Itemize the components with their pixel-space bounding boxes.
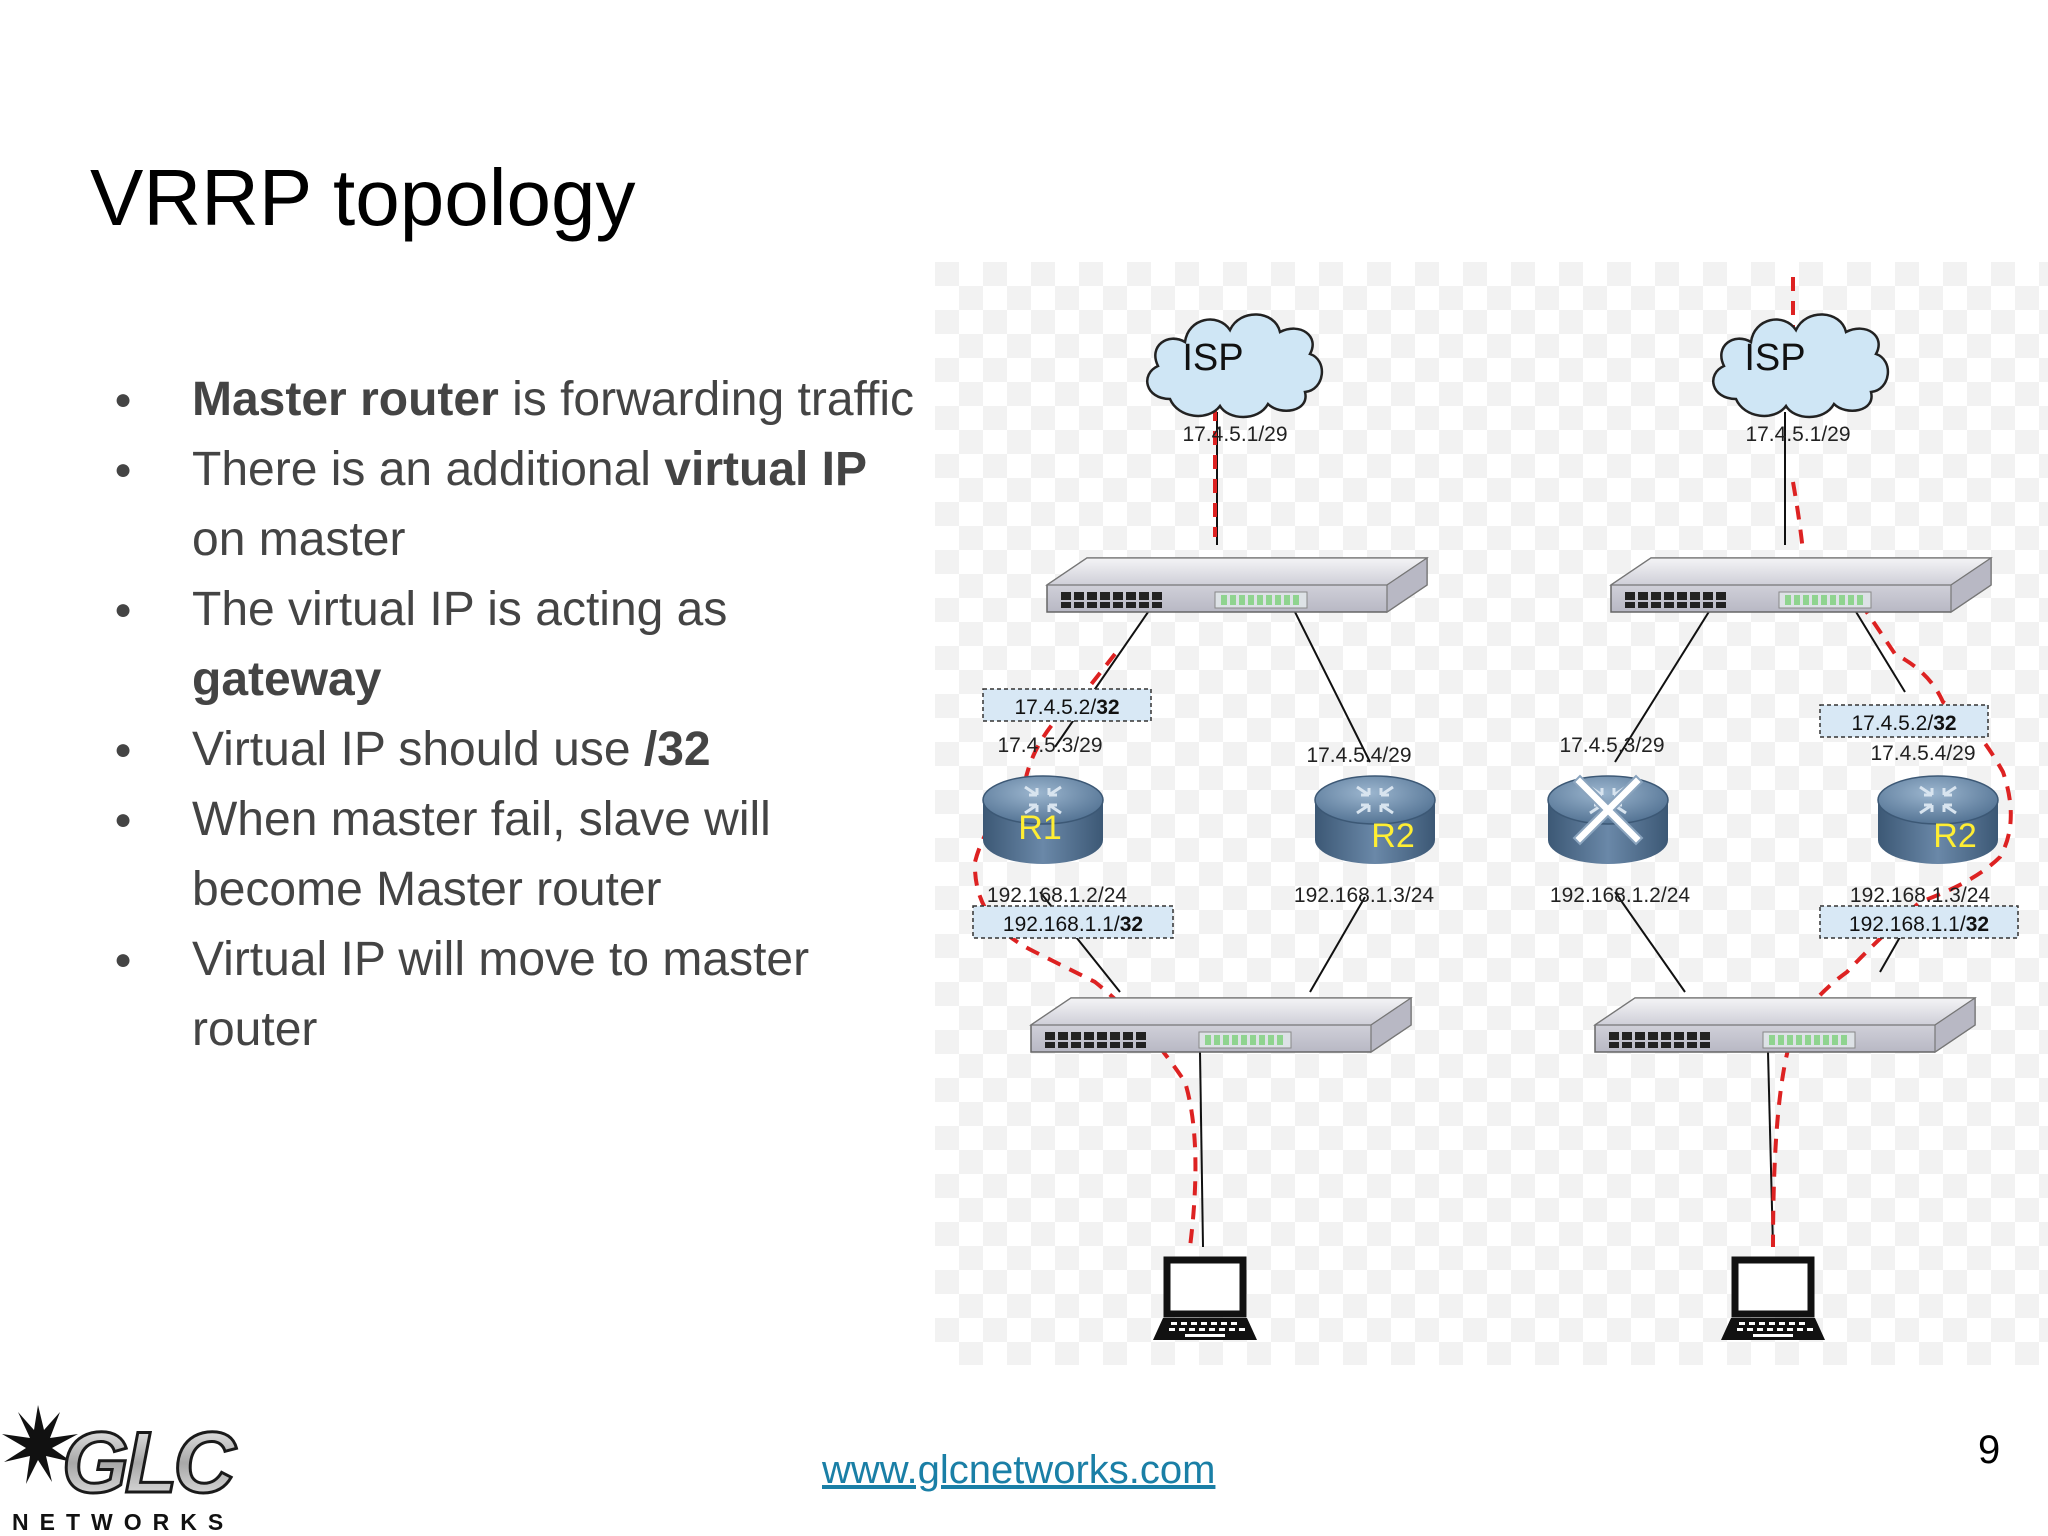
virtual-ip-lan-label: 192.168.1.1/32 — [1003, 913, 1143, 936]
right-topology: ISP 17.4.5.1/29 17.4.5.3/29 17.4.5.2/32 … — [1546, 277, 2019, 1340]
r2-lan-ip-label: 192.168.1.3/24 — [1850, 884, 1990, 907]
virtual-ip-lan-box — [1819, 905, 2019, 939]
laptop-icon — [1153, 1260, 1257, 1340]
r1-lan-ip-label: 192.168.1.2/24 — [1550, 884, 1690, 907]
r2-wan-ip-label: 17.4.5.4/29 — [1306, 744, 1411, 767]
left-topology: ISP 17.4.5.1/29 17.4.5.2/32 17.4.5.3/29 … — [972, 313, 1437, 1340]
website-link[interactable]: www.glcnetworks.com — [822, 1448, 1216, 1492]
isp-ip-label: 17.4.5.1/29 — [1182, 423, 1287, 446]
router-r2-label: R2 — [1371, 817, 1414, 855]
bullet-dot-icon: ● — [114, 453, 133, 486]
bullet-item: ●Virtual IP will move to master router — [110, 925, 930, 1065]
virtual-ip-lan-box — [972, 905, 1174, 939]
bullet-item: ●Virtual IP should use /32 — [110, 715, 930, 785]
failed-cross-icon — [1572, 774, 1644, 846]
r1-wan-ip-label: 17.4.5.3/29 — [997, 734, 1102, 757]
router-r2-label: R2 — [1933, 817, 1976, 855]
bullet-dot-icon: ● — [114, 383, 133, 416]
diagram-background — [935, 262, 2048, 1365]
glc-networks-logo: GLC NETWORKS — [2, 1405, 243, 1535]
virtual-ip-wan-box — [982, 688, 1152, 722]
bullet-dot-icon: ● — [114, 733, 133, 766]
bullet-item: ●Master router is forwarding traffic — [110, 365, 930, 435]
slide-title: VRRP topology — [90, 153, 636, 242]
failed-router-icon — [1546, 774, 1670, 866]
page-number: 9 — [1978, 1428, 2001, 1472]
r2-wan-ip-label: 17.4.5.4/29 — [1870, 742, 1975, 765]
virtual-ip-wan-label: 17.4.5.2/32 — [1851, 712, 1956, 735]
r1-wan-ip-label: 17.4.5.3/29 — [1559, 734, 1664, 757]
logo-tagline: NETWORKS — [12, 1509, 234, 1535]
r2-lan-ip-label: 192.168.1.3/24 — [1294, 884, 1434, 907]
r1-lan-ip-label: 192.168.1.2/24 — [987, 884, 1127, 907]
virtual-ip-wan-label: 17.4.5.2/32 — [1014, 696, 1119, 719]
bullet-item: ●There is an additional virtual IP on ma… — [110, 435, 930, 575]
logo-wordmark: GLC — [62, 1415, 237, 1511]
bullet-item: ●When master fail, slave will become Mas… — [110, 785, 930, 925]
bullet-dot-icon: ● — [114, 943, 133, 976]
isp-label: ISP — [1744, 337, 1805, 379]
vrrp-topology-diagram: ISP 17.4.5.1/29 17.4.5.2/32 17.4.5.3/29 … — [935, 262, 2048, 1365]
virtual-ip-lan-label: 192.168.1.1/32 — [1849, 913, 1989, 936]
virtual-ip-wan-box — [1819, 704, 1989, 738]
laptop-icon — [1721, 1260, 1825, 1340]
bullet-item: ●The virtual IP is acting as gateway — [110, 575, 930, 715]
bullet-dot-icon: ● — [114, 593, 133, 626]
isp-ip-label: 17.4.5.1/29 — [1745, 423, 1850, 446]
isp-label: ISP — [1182, 337, 1243, 379]
bullet-list: ●Master router is forwarding traffic ●Th… — [110, 365, 930, 1065]
starburst-icon — [2, 1405, 78, 1484]
router-r1-label: R1 — [1018, 809, 1061, 847]
bullet-dot-icon: ● — [114, 803, 133, 836]
